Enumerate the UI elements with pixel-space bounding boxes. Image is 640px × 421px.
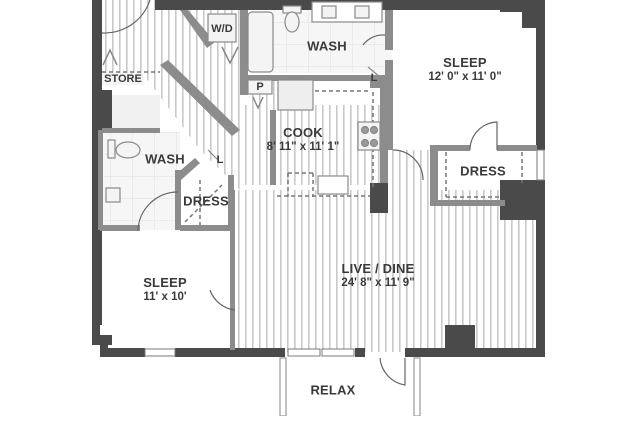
room-label-wd: W/D bbox=[209, 23, 235, 35]
room-dimensions: 8' 11" x 11' 1" bbox=[266, 140, 340, 153]
room-label-sleep-second: SLEEP 11' x 10' bbox=[143, 274, 187, 304]
sink-icon bbox=[354, 5, 370, 19]
room-label-dress-second: DRESS bbox=[183, 193, 229, 210]
room-label-cook: COOK 8' 11" x 11' 1" bbox=[266, 124, 340, 154]
room-dimensions: 24' 8" x 11' 9" bbox=[341, 276, 415, 289]
room-name: SLEEP bbox=[443, 54, 487, 70]
room-name: DRESS bbox=[460, 163, 506, 179]
linen-tag-main: L bbox=[370, 72, 378, 84]
arrows bbox=[102, 46, 264, 110]
linen-tag-second: L bbox=[216, 154, 224, 166]
room-name: DRESS bbox=[183, 193, 229, 209]
room-name: WASH bbox=[145, 151, 185, 167]
room-name: COOK bbox=[283, 124, 323, 140]
bathtub-icon bbox=[247, 11, 274, 73]
pantry-tag: P bbox=[256, 81, 264, 93]
room-label-wash-second: WASH bbox=[145, 151, 185, 168]
room-label-live-dine: LIVE / DINE 24' 8" x 11' 9" bbox=[341, 260, 415, 290]
linen-closets bbox=[207, 66, 381, 161]
sink-icon bbox=[321, 5, 337, 19]
room-name: LIVE / DINE bbox=[341, 260, 415, 276]
room-label-relax: RELAX bbox=[310, 382, 356, 399]
room-label-wash-main: WASH bbox=[307, 38, 347, 55]
room-dimensions: 12' 0" x 11' 0" bbox=[428, 70, 502, 83]
windows bbox=[144, 149, 545, 357]
fixtures bbox=[105, 1, 383, 203]
room-name: SLEEP bbox=[143, 274, 187, 290]
toilet-bowl-icon bbox=[284, 11, 300, 33]
room-label-dress-main: DRESS bbox=[460, 163, 506, 180]
room-dimensions: 11' x 10' bbox=[143, 290, 187, 303]
room-label-store: STORE bbox=[102, 73, 144, 85]
room-name: RELAX bbox=[310, 382, 356, 398]
room-name: WASH bbox=[307, 38, 347, 54]
door-swings bbox=[101, 0, 498, 386]
interior-walls bbox=[98, 10, 537, 350]
room-label-sleep-main: SLEEP 12' 0" x 11' 0" bbox=[428, 54, 502, 84]
